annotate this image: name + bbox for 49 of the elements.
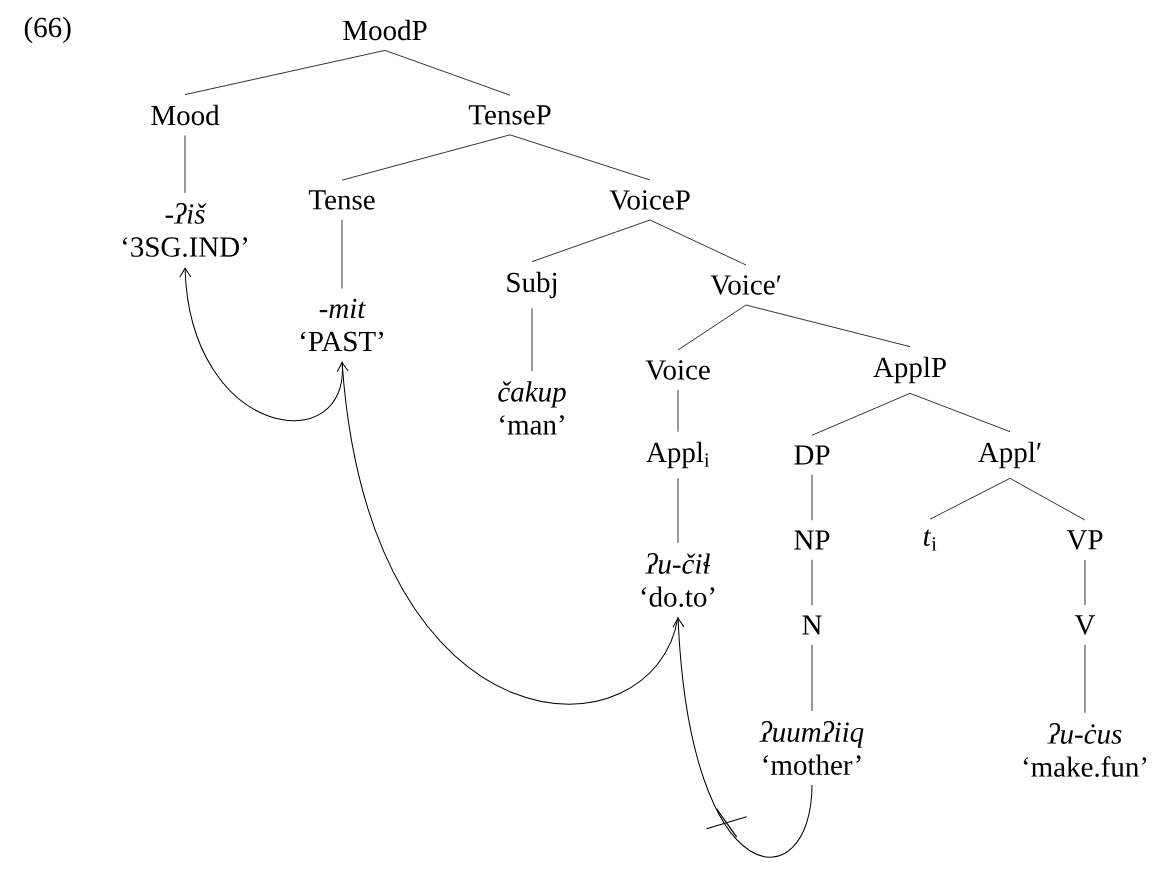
leaf-label: -mit ‘PAST’ (301, 298, 383, 352)
movement-arrow (336, 361, 679, 704)
example-number: (66) (24, 16, 71, 44)
leaf-label: čakup ‘man’ (498, 381, 566, 435)
tree-label: MoodP (343, 19, 427, 41)
tree-branch (531, 219, 651, 263)
tree-label: Mood (151, 104, 220, 126)
leaf-label: ʔu-ċus ‘make.fun’ (1023, 723, 1147, 777)
tree-label: V (1074, 615, 1096, 635)
tree-label: N (802, 615, 822, 635)
tree-branch (1084, 559, 1086, 606)
tree-branch (929, 477, 1011, 520)
tree-branch (745, 304, 911, 348)
movement-arrow (179, 267, 343, 421)
tree-branch (811, 392, 911, 436)
tree-label: ApplP (873, 356, 946, 384)
tree-branch (811, 474, 813, 521)
tree-branch (1009, 477, 1086, 521)
tree-branch (811, 644, 813, 712)
tree-branch (531, 307, 533, 372)
tree-label: Subj (507, 271, 557, 299)
tree-label: VoiceP (609, 190, 690, 210)
tree-label: NP (794, 530, 830, 550)
tree-branch (811, 559, 813, 606)
tree-branch (384, 50, 511, 96)
tree-label: DP (794, 445, 830, 465)
tree-branch (677, 389, 679, 433)
leaf-label: ʔuumʔiiq ‘mother’ (759, 721, 864, 775)
tree-branch (509, 134, 651, 181)
tree-branch (677, 304, 747, 351)
tree-branch (341, 134, 511, 181)
tree-label: Appl′ (978, 441, 1041, 469)
tree-label: t$_{i}$ (923, 529, 937, 551)
tree-label: TenseP (468, 105, 551, 125)
tree-branch (649, 219, 747, 266)
tree-branch (184, 50, 386, 95)
tree-branch (909, 392, 1011, 433)
tree-label: VP (1066, 530, 1103, 550)
movement-arrow (672, 617, 813, 858)
leaf-label: -ʔiš ‘3SG.IND’ (122, 203, 248, 257)
tree-label: Tense (308, 190, 375, 210)
tree-label: Voice′ (710, 275, 781, 295)
tree-branch (1084, 644, 1086, 714)
leaf-label: ʔu-čiɬ ‘do.to’ (641, 553, 715, 607)
tree-label: Voice (645, 360, 710, 380)
tree-branch (677, 477, 679, 544)
tree-label: Appl$_{i}$ (646, 441, 710, 469)
tree-branch (341, 219, 343, 289)
tree-branch (184, 135, 186, 194)
